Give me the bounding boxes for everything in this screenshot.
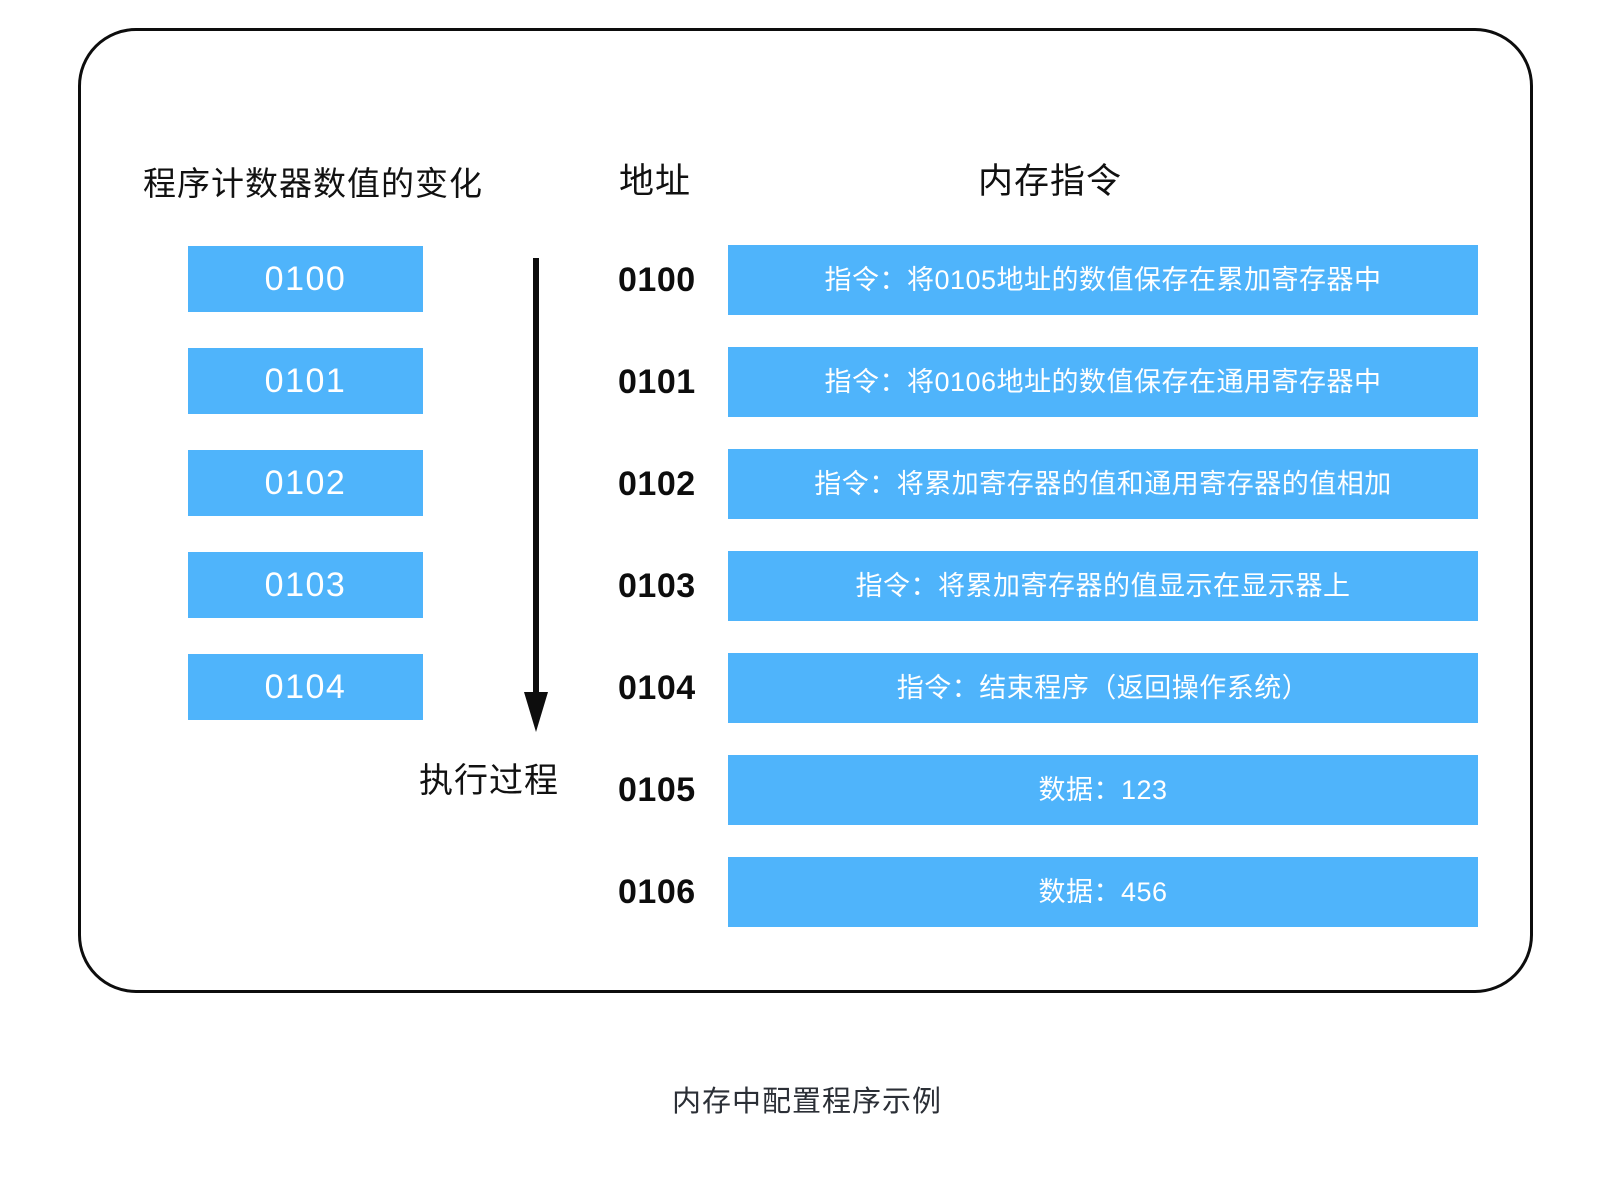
execution-flow-label: 执行过程 — [419, 762, 559, 800]
memory-content-text: 数据：123 — [1038, 774, 1168, 805]
memory-content-text: 指令：结束程序（返回操作系统） — [896, 672, 1310, 703]
diagram-outer-frame — [78, 28, 1533, 993]
memory-content-cell: 数据：456 — [728, 857, 1478, 927]
memory-content-cell: 指令：结束程序（返回操作系统） — [728, 653, 1478, 723]
program-counter-value: 0104 — [264, 668, 347, 706]
memory-address: 0105 — [618, 771, 696, 809]
memory-content-text: 指令：将累加寄存器的值显示在显示器上 — [855, 570, 1351, 601]
program-counter-bar: 0103 — [188, 552, 423, 618]
program-counter-value: 0100 — [264, 260, 347, 298]
program-counter-bar: 0102 — [188, 450, 423, 516]
memory-table: 0100 指令：将0105地址的数值保存在累加寄存器中 0101 指令：将010… — [618, 245, 1478, 927]
address-column-header: 地址 — [619, 162, 692, 201]
memory-address: 0100 — [618, 261, 696, 299]
memory-content-cell: 指令：将累加寄存器的值显示在显示器上 — [728, 551, 1478, 621]
figure-caption: 内存中配置程序示例 — [671, 1086, 942, 1118]
program-counter-value: 0102 — [264, 464, 347, 502]
program-counter-list: 0100 0101 0102 0103 0104 — [188, 246, 423, 720]
memory-content-text: 指令：将0105地址的数值保存在累加寄存器中 — [824, 264, 1382, 295]
program-counter-column-header: 程序计数器数值的变化 — [143, 165, 483, 202]
program-counter-bar: 0100 — [188, 246, 423, 312]
memory-address: 0106 — [618, 873, 696, 911]
memory-content-text: 指令：将0106地址的数值保存在通用寄存器中 — [824, 366, 1382, 397]
memory-address: 0103 — [618, 567, 696, 605]
memory-row: 0100 指令：将0105地址的数值保存在累加寄存器中 — [618, 245, 1478, 315]
memory-row: 0102 指令：将累加寄存器的值和通用寄存器的值相加 — [618, 449, 1478, 519]
memory-content-cell: 指令：将累加寄存器的值和通用寄存器的值相加 — [728, 449, 1478, 519]
program-counter-bar: 0101 — [188, 348, 423, 414]
arrow-shaft — [533, 258, 539, 698]
memory-row: 0104 指令：结束程序（返回操作系统） — [618, 653, 1478, 723]
memory-content-cell: 数据：123 — [728, 755, 1478, 825]
memory-row: 0101 指令：将0106地址的数值保存在通用寄存器中 — [618, 347, 1478, 417]
memory-instruction-column-header: 内存指令 — [978, 162, 1123, 201]
program-counter-value: 0103 — [264, 566, 347, 604]
memory-address: 0101 — [618, 363, 696, 401]
execution-flow-arrow-icon — [524, 258, 548, 736]
memory-content-text: 数据：456 — [1038, 876, 1168, 907]
memory-address: 0102 — [618, 465, 696, 503]
memory-row: 0105 数据：123 — [618, 755, 1478, 825]
program-counter-bar: 0104 — [188, 654, 423, 720]
memory-address: 0104 — [618, 669, 696, 707]
arrow-head-icon — [524, 692, 548, 732]
memory-row: 0103 指令：将累加寄存器的值显示在显示器上 — [618, 551, 1478, 621]
memory-row: 0106 数据：456 — [618, 857, 1478, 927]
memory-content-cell: 指令：将0106地址的数值保存在通用寄存器中 — [728, 347, 1478, 417]
program-counter-value: 0101 — [264, 362, 347, 400]
memory-content-text: 指令：将累加寄存器的值和通用寄存器的值相加 — [814, 468, 1392, 499]
memory-content-cell: 指令：将0105地址的数值保存在累加寄存器中 — [728, 245, 1478, 315]
